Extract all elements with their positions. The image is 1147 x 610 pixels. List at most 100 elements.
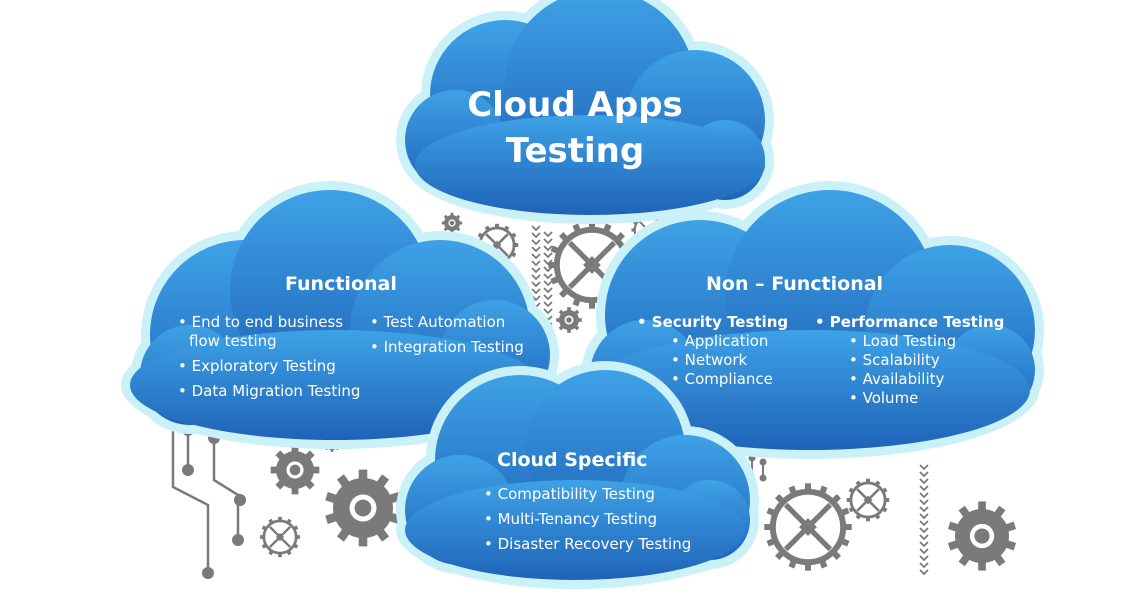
performance-list: • Performance Testing • Load Testing • S… [815, 313, 1004, 408]
cloud-specific-title: Cloud Specific [497, 449, 648, 471]
cloud-base [590, 330, 1030, 450]
circuit-node [232, 534, 244, 546]
chevron-down-icon [919, 555, 929, 562]
chevron-down-icon [531, 253, 541, 260]
gear-hub [354, 499, 372, 517]
circuit-node [759, 474, 767, 482]
gear-tooth [358, 469, 368, 485]
chevron-down-icon [531, 232, 541, 239]
functional-list-1: • End to end business flow testing • Exp… [178, 313, 360, 401]
cloud-specific [396, 361, 759, 589]
chevron-down-icon [531, 288, 541, 295]
security-item: • Network [671, 351, 748, 369]
chevron-down-icon [919, 569, 929, 576]
cloud-specific-item: • Disaster Recovery Testing [484, 535, 692, 553]
gear-tooth [330, 448, 334, 452]
gear-rim [849, 481, 887, 519]
cloud-specific-list: • Compatibility Testing • Multi-Tenancy … [484, 485, 691, 554]
chevron-down-icon [919, 464, 929, 471]
functional-item: • Test Automation [370, 313, 506, 331]
security-heading: • Security Testing [637, 313, 789, 331]
chevron-down-icon [919, 478, 929, 485]
chevron-column [919, 464, 929, 576]
chevron-down-icon [543, 245, 553, 252]
gear-tooth [278, 516, 282, 523]
gear-hub [566, 317, 572, 323]
gear-hub [799, 518, 817, 536]
gear-icon [846, 478, 890, 522]
functional-title: Functional [285, 273, 397, 295]
gear-tooth [567, 327, 571, 333]
gear-icon [259, 516, 301, 558]
gear-tooth [291, 445, 299, 456]
gear-rim [769, 488, 847, 566]
functional-list-2: • Test Automation • Integration Testing [370, 313, 524, 357]
functional-item: flow testing [189, 332, 277, 350]
circuit-node [202, 567, 214, 579]
cloud-main [396, 0, 774, 224]
gear-tooth [278, 551, 282, 558]
chevron-down-icon [919, 485, 929, 492]
cloud-non-functional [581, 181, 1044, 459]
gear-icon [556, 307, 582, 333]
chevron-down-icon [543, 280, 553, 287]
circuit-line [212, 438, 240, 540]
gear-tooth [978, 557, 986, 571]
gear-tooth [567, 307, 571, 313]
cloud-base [415, 115, 765, 215]
circuit-trace [208, 432, 244, 546]
circuit-trace [759, 458, 767, 482]
chevron-down-icon [919, 499, 929, 506]
chevron-down-icon [919, 471, 929, 478]
chevron-down-icon [531, 281, 541, 288]
gear-tooth [291, 484, 299, 495]
non-functional-title: Non – Functional [706, 273, 884, 295]
chevron-down-icon [531, 225, 541, 232]
gear-tooth [450, 229, 454, 234]
chevron-down-icon [543, 273, 553, 280]
cloud-base [405, 480, 745, 580]
main-title-line2: Testing [505, 131, 645, 171]
chevron-down-icon [531, 260, 541, 267]
circuit-node [759, 458, 767, 466]
performance-item: • Load Testing [849, 332, 957, 350]
gear-hub [449, 220, 455, 226]
functional-item: • Exploratory Testing [178, 357, 336, 375]
gear-hub [289, 464, 301, 476]
chevron-down-icon [919, 527, 929, 534]
chevron-down-icon [531, 274, 541, 281]
circuit-trace [234, 494, 246, 506]
security-item: • Compliance [671, 370, 773, 388]
gear-tooth [450, 212, 454, 217]
gear-tooth [358, 531, 368, 547]
performance-item: • Volume [849, 389, 919, 407]
circuit-node [234, 494, 246, 506]
chevron-down-icon [531, 246, 541, 253]
circuit-node [182, 464, 194, 476]
security-list: • Security Testing • Application • Netwo… [637, 313, 788, 389]
performance-item: • Availability [849, 370, 945, 388]
chevron-down-icon [543, 287, 553, 294]
functional-item: • End to end business [178, 313, 344, 331]
gear-icon [764, 483, 852, 571]
chevron-down-icon [543, 308, 553, 315]
chevron-down-icon [919, 541, 929, 548]
chevron-down-icon [919, 562, 929, 569]
cloud-base [130, 330, 540, 440]
chevron-down-icon [531, 239, 541, 246]
chevron-down-icon [919, 492, 929, 499]
chevron-down-icon [543, 266, 553, 273]
chevron-down-icon [919, 506, 929, 513]
circuit-line [171, 420, 210, 573]
chevron-down-icon [543, 252, 553, 259]
chevron-down-icon [531, 267, 541, 274]
functional-item: • Data Migration Testing [178, 382, 361, 400]
main-title-line1: Cloud Apps [467, 85, 683, 125]
cloud-specific-item: • Multi-Tenancy Testing [484, 510, 657, 528]
gear-icon [325, 469, 401, 547]
gear-icon [270, 445, 320, 495]
chevron-down-icon [543, 259, 553, 266]
chevron-down-icon [543, 301, 553, 308]
